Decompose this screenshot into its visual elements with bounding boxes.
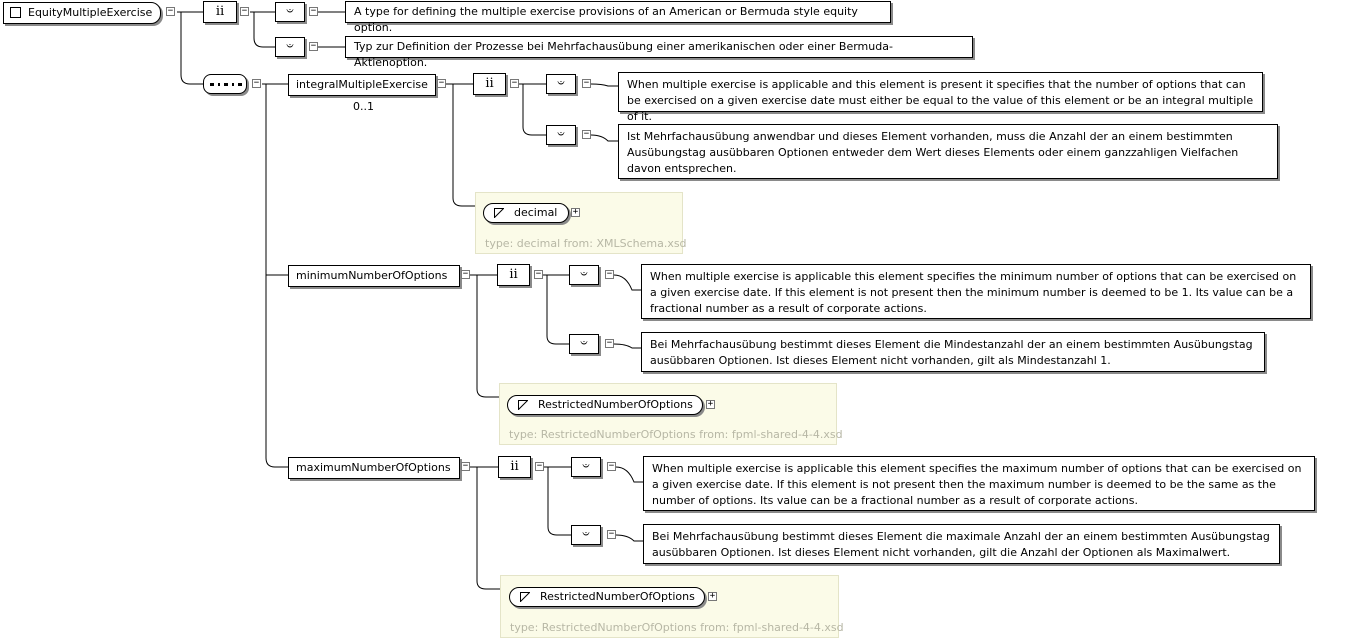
integral-type-caption: type: decimal from: XMLSchema.xsd: [485, 237, 687, 250]
type-name: RestrictedNumberOfOptions: [540, 590, 695, 603]
root-collapse-toggle[interactable]: −: [166, 6, 175, 16]
minimum-doc-en-node[interactable]: 𝄑: [569, 265, 599, 285]
integral-doc-en-node[interactable]: 𝄑: [546, 74, 576, 94]
minimum-type-expand-toggle[interactable]: +: [706, 399, 715, 409]
minimum-type-node[interactable]: RestrictedNumberOfOptions: [507, 395, 703, 415]
root-annotation-node[interactable]: ⅱ: [203, 1, 237, 23]
documentation-icon: 𝄑: [557, 76, 565, 91]
element-name: integralMultipleExercise: [296, 78, 428, 91]
minimum-doc-en-text: When multiple exercise is applicable thi…: [641, 264, 1311, 319]
annotation-icon: ⅱ: [509, 267, 518, 282]
occurrence-label: 0..1: [353, 100, 374, 113]
simple-type-icon: [494, 208, 504, 218]
root-doc-en-collapse-toggle[interactable]: −: [309, 6, 318, 16]
root-doc-en-text: A type for defining the multiple exercis…: [345, 1, 891, 34]
integral-doc-en-text: When multiple exercise is applicable and…: [618, 72, 1263, 123]
documentation-icon: 𝄑: [557, 127, 565, 142]
maximum-type-caption: type: RestrictedNumberOfOptions from: fp…: [510, 621, 844, 634]
documentation-icon: 𝄑: [580, 336, 588, 351]
maximum-doc-de-collapse-toggle[interactable]: −: [607, 529, 616, 539]
type-name: RestrictedNumberOfOptions: [538, 398, 693, 411]
maximum-annotation-collapse-toggle[interactable]: −: [535, 461, 544, 471]
maximum-annotation-node[interactable]: ⅱ: [498, 456, 531, 478]
annotation-icon: ⅱ: [485, 76, 494, 91]
maximum-doc-en-collapse-toggle[interactable]: −: [607, 461, 616, 471]
root-element-label: EquityMultipleExercise: [28, 6, 153, 19]
minimum-type-caption: type: RestrictedNumberOfOptions from: fp…: [509, 428, 843, 441]
root-checkbox-icon: [10, 7, 21, 18]
documentation-icon: 𝄑: [286, 4, 294, 19]
minimum-doc-en-collapse-toggle[interactable]: −: [605, 269, 614, 279]
integral-type-node[interactable]: decimal: [483, 203, 569, 223]
simple-type-icon: [520, 592, 530, 602]
integral-annotation-node[interactable]: ⅱ: [473, 73, 506, 95]
integral-type-panel: type: decimal from: XMLSchema.xsd: [475, 192, 687, 254]
documentation-icon: 𝄑: [582, 459, 590, 474]
root-annotation-collapse-toggle[interactable]: −: [240, 6, 249, 16]
element-name: minimumNumberOfOptions: [296, 269, 448, 282]
minimum-annotation-collapse-toggle[interactable]: −: [534, 269, 543, 279]
integral-annotation-collapse-toggle[interactable]: −: [510, 78, 519, 88]
minimum-collapse-toggle[interactable]: −: [461, 269, 470, 279]
integral-type-expand-toggle[interactable]: +: [571, 207, 580, 217]
documentation-icon: 𝄑: [582, 527, 590, 542]
documentation-icon: 𝄑: [286, 39, 294, 54]
element-integral-multiple-exercise[interactable]: integralMultipleExercise: [288, 74, 436, 96]
maximum-type-expand-toggle[interactable]: +: [708, 591, 717, 601]
minimum-doc-de-collapse-toggle[interactable]: −: [605, 338, 614, 348]
type-name: decimal: [514, 206, 558, 219]
minimum-doc-de-text: Bei Mehrfachausübung bestimmt dieses Ele…: [641, 332, 1265, 372]
root-doc-de-node[interactable]: 𝄑: [275, 37, 305, 57]
integral-doc-de-node[interactable]: 𝄑: [546, 125, 576, 145]
minimum-doc-de-node[interactable]: 𝄑: [569, 334, 599, 354]
simple-type-icon: [518, 400, 528, 410]
integral-collapse-toggle[interactable]: −: [437, 78, 446, 88]
element-name: maximumNumberOfOptions: [296, 461, 451, 474]
maximum-collapse-toggle[interactable]: −: [461, 461, 470, 471]
integral-doc-de-collapse-toggle[interactable]: −: [582, 129, 591, 139]
integral-doc-en-collapse-toggle[interactable]: −: [582, 78, 591, 88]
maximum-doc-de-node[interactable]: 𝄑: [571, 525, 601, 545]
maximum-type-node[interactable]: RestrictedNumberOfOptions: [509, 587, 705, 607]
element-minimum-number-of-options[interactable]: minimumNumberOfOptions: [288, 265, 460, 287]
annotation-icon: ⅱ: [215, 4, 225, 19]
maximum-doc-en-node[interactable]: 𝄑: [571, 457, 601, 477]
element-maximum-number-of-options[interactable]: maximumNumberOfOptions: [288, 457, 460, 479]
root-doc-de-collapse-toggle[interactable]: −: [309, 41, 318, 51]
sequence-collapse-toggle[interactable]: −: [252, 78, 261, 88]
maximum-doc-de-text: Bei Mehrfachausübung bestimmt dieses Ele…: [643, 524, 1280, 564]
root-element-node[interactable]: EquityMultipleExercise: [3, 2, 161, 24]
annotation-icon: ⅱ: [510, 459, 519, 474]
maximum-doc-en-text: When multiple exercise is applicable thi…: [643, 456, 1315, 511]
root-doc-en-node[interactable]: 𝄑: [275, 2, 305, 22]
integral-doc-de-text: Ist Mehrfachausübung anwendbar und diese…: [618, 124, 1278, 179]
sequence-icon: [210, 83, 242, 86]
root-doc-de-text: Typ zur Definition der Prozesse bei Mehr…: [345, 36, 973, 69]
sequence-compositor-node[interactable]: [203, 74, 247, 94]
minimum-annotation-node[interactable]: ⅱ: [497, 264, 530, 286]
documentation-icon: 𝄑: [580, 267, 588, 282]
